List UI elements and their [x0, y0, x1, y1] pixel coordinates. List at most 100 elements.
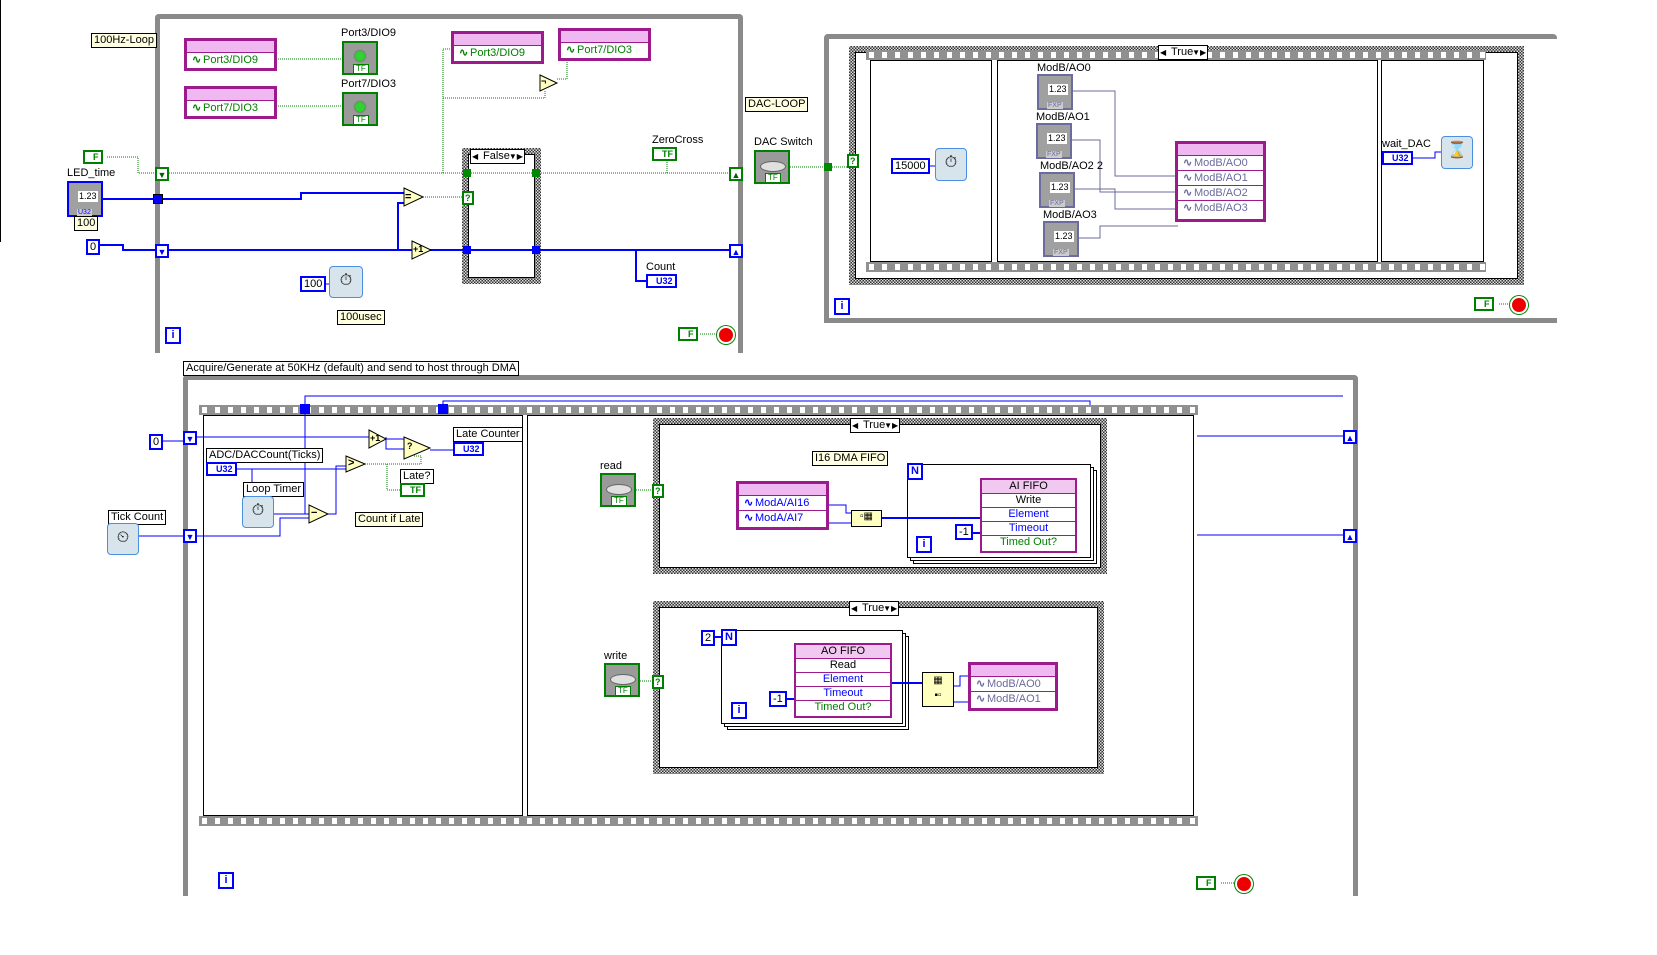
late-counter-indicator[interactable]: U32 [453, 442, 484, 456]
led-indicator-port7[interactable]: TF [342, 92, 378, 126]
wait-label: 100usec [337, 310, 385, 325]
indicator-label: Port7/DIO3 [341, 78, 397, 90]
dac-switch-control[interactable]: TF [754, 150, 790, 184]
fifo-param: Timed Out? [999, 536, 1058, 548]
select-symbol: ? [407, 441, 413, 451]
late-indicator[interactable]: TF [400, 483, 425, 497]
tick-count-icon[interactable]: ⏲ [107, 523, 139, 555]
control-label: ModB/AO1 [1036, 111, 1090, 123]
fifo-param: Timeout [982, 522, 1075, 536]
stop-condition-icon[interactable] [1235, 875, 1253, 893]
indicator-label: Count [646, 261, 676, 273]
control-label: wait_DAC [1382, 138, 1431, 150]
case-terminal: ? [652, 484, 664, 498]
dac-loop-label: DAC-LOOP [745, 97, 809, 112]
case-selector[interactable]: True [849, 601, 900, 616]
wait-dac-control[interactable]: U32 [1382, 151, 1413, 165]
control-label: read [600, 460, 623, 472]
property-node-modb-ao-write[interactable]: ModB/AO0 ModB/AO1 [968, 662, 1058, 711]
indicator-label: Late? [400, 469, 434, 484]
zerocross-indicator[interactable]: TF [652, 147, 677, 161]
control-label: ADC/DACCount(Ticks) [206, 448, 324, 463]
control-label: LED_time [67, 167, 116, 179]
property-row: Port7/DIO3 [187, 101, 274, 115]
iteration-terminal: i [731, 702, 747, 719]
increment-symbol: +1 [370, 433, 381, 443]
stop-condition-icon[interactable] [1510, 296, 1528, 314]
fifo-method: Write [982, 494, 1075, 508]
metronome-wait-icon[interactable]: ⏱ [935, 148, 967, 181]
greater-node [345, 455, 367, 473]
loop-timer-icon[interactable]: ⏱ [242, 496, 274, 528]
wait-constant[interactable]: 100 [300, 276, 327, 292]
loop-count-constant[interactable]: 2 [701, 630, 716, 646]
property-node-modb-ao[interactable]: ModB/AO0 ModB/AO1 ModB/AO2 ModB/AO3 [1175, 141, 1266, 222]
increment-node [411, 240, 433, 260]
zero-constant[interactable]: 0 [149, 434, 164, 450]
wait-constant[interactable]: 15000 [891, 158, 930, 174]
read-switch-control[interactable]: TF [600, 473, 636, 507]
property-row: ModA/AI7 [739, 511, 826, 525]
numeric-value: 1.23 [1050, 182, 1070, 193]
control-label: ModB/AO2 2 [1040, 160, 1103, 172]
increment-symbol: +1 [413, 244, 424, 254]
type-badge: FXP [1049, 200, 1065, 207]
shift-register-left-tick: ▼ [183, 529, 197, 543]
property-node-port3[interactable]: Port3/DIO9 [184, 38, 277, 71]
switch-icon [610, 674, 636, 685]
wire [385, 437, 453, 451]
numeric-value: 1.23 [1047, 133, 1067, 144]
index-array-icon: ▦▪▫ [922, 672, 954, 707]
adc-dac-count-control[interactable]: U32 [206, 462, 237, 476]
wire [828, 504, 852, 524]
indicator-label: Late Counter [453, 427, 523, 442]
property-node-port7-write[interactable]: Port7/DIO3 [558, 28, 651, 61]
stop-bool-constant[interactable]: F [1474, 297, 1494, 311]
iteration-terminal: i [165, 327, 181, 344]
wire [1197, 435, 1343, 536]
ao-fifo-method-node[interactable]: AO FIFO Read Element Timeout Timed Out? [794, 643, 892, 718]
subtract-node [308, 504, 330, 524]
property-row: Port3/DIO9 [187, 53, 274, 67]
tunnel [438, 404, 448, 414]
zero-constant[interactable]: 0 [86, 239, 101, 255]
shift-register-right-late: ▲ [1343, 430, 1357, 444]
not-node [539, 74, 559, 92]
metronome-wait-icon[interactable]: ⏱ [329, 266, 363, 298]
case-selector[interactable]: True [850, 418, 901, 433]
property-row: ModB/AO3 [1178, 201, 1263, 215]
led-indicator-port3[interactable]: TF [342, 41, 378, 75]
fifo-title: AO FIFO [796, 645, 890, 659]
tunnel [463, 246, 471, 254]
stop-condition-icon[interactable] [717, 326, 735, 344]
timeout-constant[interactable]: -1 [955, 524, 973, 540]
case-selector[interactable]: False [470, 149, 525, 164]
ai-fifo-method-node[interactable]: AI FIFO Write Element Timeout Timed Out? [980, 478, 1077, 553]
property-row: Port7/DIO3 [561, 43, 648, 57]
timeout-constant[interactable]: -1 [769, 691, 787, 707]
property-node-port3-write[interactable]: Port3/DIO9 [451, 31, 544, 64]
count-indicator[interactable]: U32 [646, 274, 677, 288]
hourglass-wait-icon[interactable]: ⌛ [1441, 136, 1473, 169]
fifo-param: Element [982, 508, 1075, 522]
type-badge: FXP [1047, 102, 1063, 109]
property-node-moda-ai[interactable]: ModA/AI16 ModA/AI7 [736, 481, 829, 530]
property-row: Port3/DIO9 [454, 46, 541, 60]
write-switch-control[interactable]: TF [604, 663, 640, 697]
fifo-param: Element [796, 673, 890, 687]
stop-bool-constant[interactable]: F [1196, 876, 1216, 890]
case-selector[interactable]: True [1158, 45, 1209, 60]
type-badge: FXP [1046, 151, 1062, 158]
stop-bool-constant[interactable]: F [678, 327, 698, 341]
build-array-icon: ▫▦ [851, 510, 882, 527]
led-time-bool-constant[interactable]: F [83, 150, 103, 164]
iteration-terminal: i [834, 298, 850, 315]
select-node [403, 436, 432, 460]
iteration-terminal: i [916, 536, 932, 553]
property-node-port7[interactable]: Port7/DIO3 [184, 86, 277, 119]
